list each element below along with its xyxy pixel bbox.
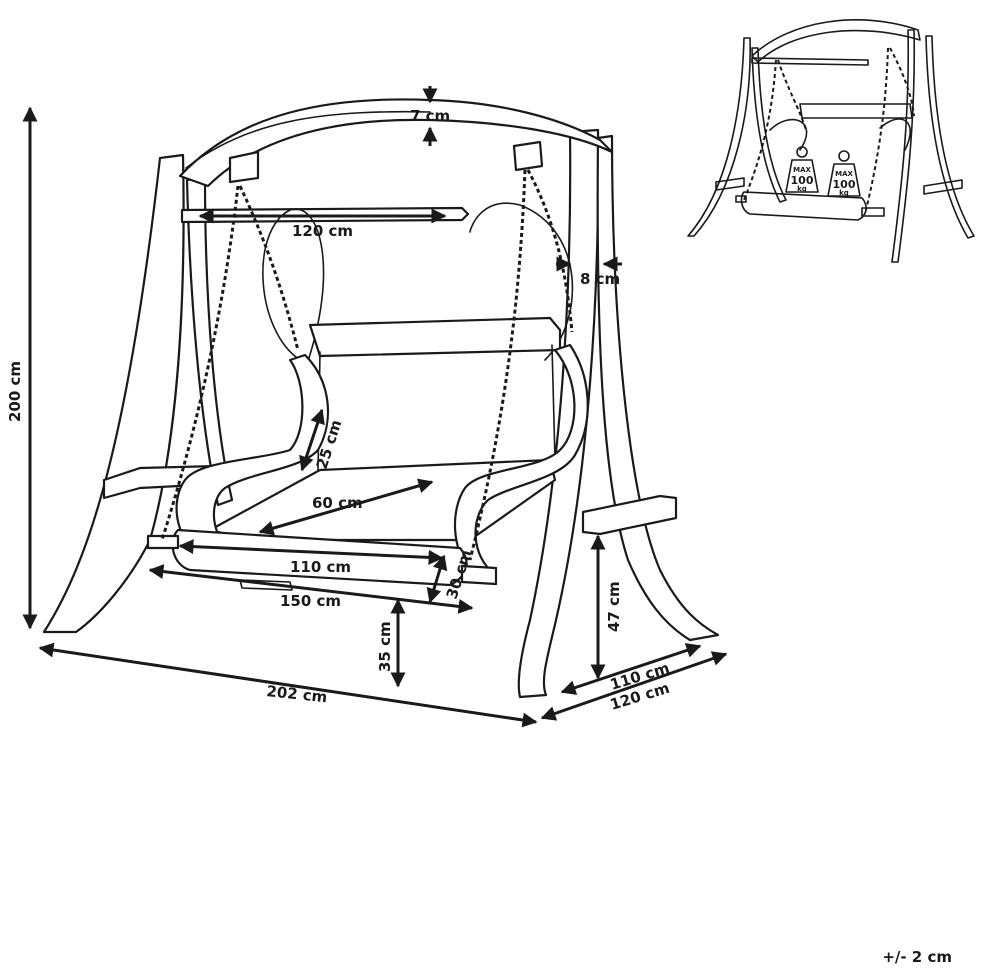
thumb-arch [751,19,921,63]
dim-backrest [299,408,325,472]
weight-1-line1: MAX [793,166,811,174]
right-cross-beam [581,494,678,536]
weight-1-line2: 100 [791,174,814,187]
dim-depth-outer [540,651,728,721]
label-seat-depth: 60 cm [312,494,363,512]
dimension-lines [22,86,728,728]
dim-seat-base [148,564,474,614]
dim-total-width [38,642,538,728]
left-chain-back [238,185,300,351]
seat-backrest [308,316,562,358]
label-seat-width: 110 cm [290,558,351,576]
tolerance-note: +/- 2 cm [882,948,952,966]
weight-icon-1: MAX 100 kg [785,146,819,193]
label-clearance: 35 cm [376,621,394,672]
thumb-left-front-leg [687,37,751,237]
label-seat-base: 150 cm [280,592,341,610]
left-rear-leg [185,176,234,507]
label-top-bar: 120 cm [292,222,353,240]
dim-seat-depth [258,478,434,536]
weight-icon-2: MAX 100 kg [827,150,861,197]
weight-2-line3: kg [839,189,849,197]
left-front-leg [42,153,185,634]
seat-base-plank [146,534,180,550]
label-total-width: 202 cm [266,682,329,706]
thumb-seat-roll [740,191,867,221]
weight-2-line2: 100 [833,178,856,191]
dim-seat-width [178,539,444,565]
load-capacity-thumbnail: MAX 100 kg MAX 100 kg [687,19,975,263]
left-chain-front [160,185,240,541]
thumb-right-front-leg [891,29,916,263]
weight-2-line1: MAX [835,170,853,178]
right-chain-front [468,169,527,561]
weight-1-line3: kg [797,185,807,193]
label-beam-thickness: 7 cm [410,107,450,125]
right-side-loop [469,202,574,361]
label-leg-thickness: 8 cm [580,270,620,288]
right-rear-leg [596,134,720,642]
label-total-height: 200 cm [6,361,24,422]
label-crossbar-height: 47 cm [605,581,623,632]
